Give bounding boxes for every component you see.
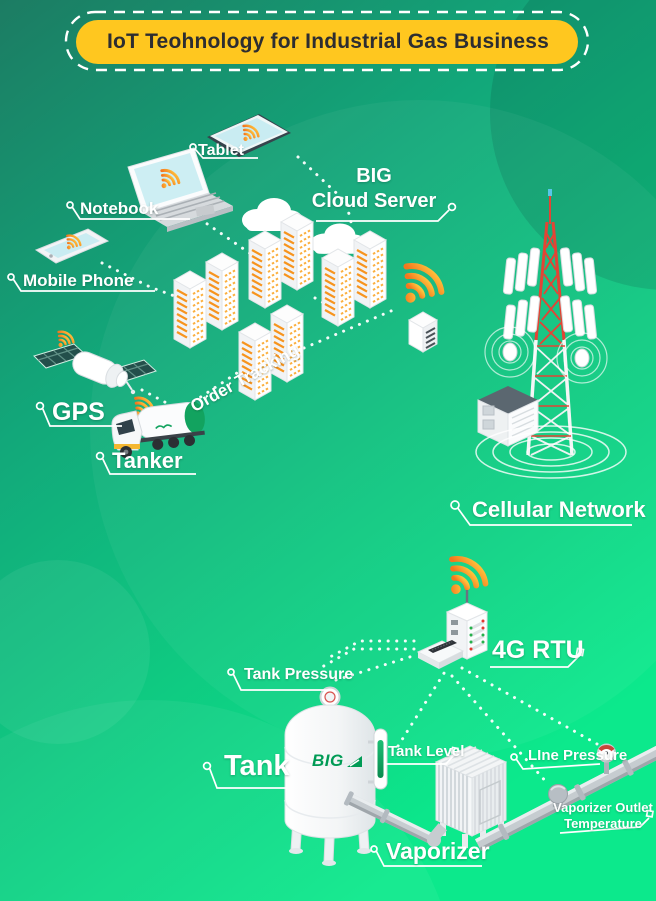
cloud-server-line2: Cloud Server [311,190,437,212]
pipes [343,741,656,851]
label-vaporizer: Vaporizer [386,838,490,864]
title-banner [64,10,590,72]
vap-outlet-line2: Temperature [564,815,642,831]
cell-tower-icon [475,189,627,479]
page-title: IoT Teohnology for Industrial Gas Busine… [106,30,550,53]
label-tanker: Tanker [112,448,183,473]
rtu-device-icon [445,590,489,660]
vap-outlet-line1: Vaporizer Outlet [553,800,653,815]
gateway-server-icon [407,311,439,353]
pointer-icon [370,845,482,867]
label-line-pressure: LIne Pressure [528,747,628,764]
pointer-icon [450,500,632,526]
line-pressure-gauge-icon [597,743,616,774]
label-tablet: Tablet [198,142,244,159]
pointer-icon [95,451,196,475]
satellite-icon [33,327,157,395]
pointer-icon [202,761,288,789]
label-cloud-server: BIG Cloud Server [306,164,442,214]
tanker-logo [155,424,173,430]
leader-line [316,202,457,222]
label-tank: Tank [224,750,290,782]
label-leader-lines [7,143,654,867]
label-gps: GPS [52,398,105,426]
leader-line [559,809,654,834]
leader-line [386,746,459,765]
tablet-icon [207,114,291,157]
tanker-truck-icon [111,393,205,458]
tank-brand-logo: BIG [312,751,364,771]
modem-icon [416,640,465,669]
label-rtu: 4G RTU [492,636,584,664]
pointer-icon [66,201,190,220]
label-cellular-network: Cellular Network [472,497,646,522]
pointer-icon [510,753,601,770]
cloud-server-line1: BIG [356,165,392,187]
label-mobile-phone: Mobile Phone [23,271,134,290]
tank-logo-text: BIG [312,751,344,770]
label-tank-pressure: Tank Pressure [244,666,354,683]
label-notebook: Notebook [80,199,159,218]
leader-line [490,647,585,668]
pointer-icon [189,143,258,159]
pointer-icon [227,668,333,691]
pointer-icon [35,401,122,427]
pointer-icon [7,273,155,292]
big-logo-glyph [346,755,362,767]
valve-icon [548,784,568,804]
label-tank-level: Tank Level [388,743,465,760]
label-vaporizer-outlet: Vaporizer Outlet Temperature [550,800,656,831]
mobile-phone-icon [34,228,110,264]
